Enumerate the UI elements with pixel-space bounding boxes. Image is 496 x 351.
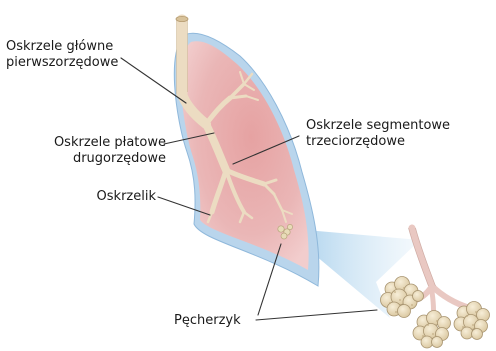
bronchus-opening (176, 16, 188, 21)
label-bronchiole: Oskrzelik (70, 189, 156, 205)
label-alveolus: Pęcherzyk (174, 313, 264, 329)
label-lobar-bronchi: Oskrzele płatowe drugorzędowe (10, 135, 166, 167)
label-main-bronchi: Oskrzele główne pierwszorzędowe (6, 39, 176, 71)
leader-alveolus-inset (256, 310, 377, 320)
lung-tissue (181, 41, 309, 270)
label-segmental-bronchi: Oskrzele segmentowe trzeciorzędowe (306, 118, 491, 150)
